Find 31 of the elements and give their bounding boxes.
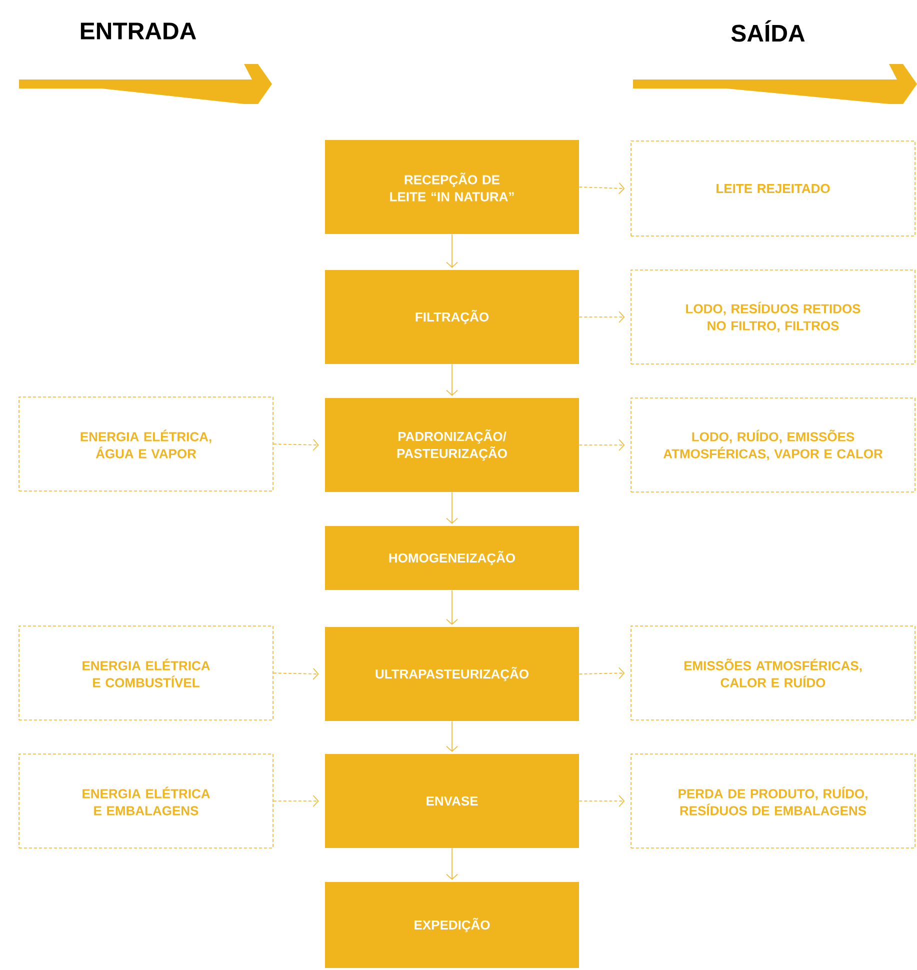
process-box: HOMOGENEIZAÇÃO bbox=[325, 526, 579, 590]
input-box: ENERGIA ELÉTRICA, ÁGUA E VAPOR bbox=[18, 396, 274, 492]
arrow bbox=[578, 311, 625, 323]
arrow bbox=[578, 667, 625, 680]
process-box: RECEPÇÃO DE LEITE “IN NATURA” bbox=[325, 140, 579, 234]
process-box: EXPEDIÇÃO bbox=[325, 882, 579, 968]
heading: SAÍDA bbox=[731, 20, 805, 42]
arrow bbox=[578, 439, 625, 451]
output-box: LEITE REJEITADO bbox=[630, 140, 916, 236]
output-box: LODO, RUÍDO, EMISSÕES ATMOSFÉRICAS, VAPOR E CALOR bbox=[630, 398, 916, 492]
output-box: PERDA DE PRODUTO, RUÍDO, RESÍDUOS DE EMBALAGENS bbox=[630, 754, 916, 848]
arrow bbox=[446, 234, 458, 268]
arrow bbox=[273, 668, 319, 680]
input-box: ENERGIA ELÉTRICA E COMBUSTÍVEL bbox=[18, 626, 274, 720]
process-box: PADRONIZAÇÃO/ PASTEURIZAÇÃO bbox=[325, 398, 579, 492]
arrow bbox=[578, 795, 625, 807]
arrow bbox=[446, 590, 458, 625]
process-box: ULTRAPASTEURIZAÇÃO bbox=[325, 627, 579, 721]
input-box: ENERGIA ELÉTRICA E EMBALAGENS bbox=[18, 754, 274, 848]
process-box: FILTRAÇÃO bbox=[325, 270, 579, 364]
process-box: ENVASE bbox=[325, 754, 579, 848]
arrow bbox=[446, 364, 458, 396]
arrow bbox=[446, 848, 458, 880]
arrow bbox=[446, 492, 458, 524]
heading: ENTRADA bbox=[80, 22, 196, 40]
output-box: LODO, RESÍDUOS RETIDOS NO FILTRO, FILTROS bbox=[630, 270, 916, 364]
arrow bbox=[446, 720, 458, 752]
arrow bbox=[578, 182, 625, 194]
arrow bbox=[273, 795, 319, 807]
arrow bbox=[273, 438, 319, 451]
output-box: EMISSÕES ATMOSFÉRICAS, CALOR E RUÍDO bbox=[630, 626, 916, 720]
